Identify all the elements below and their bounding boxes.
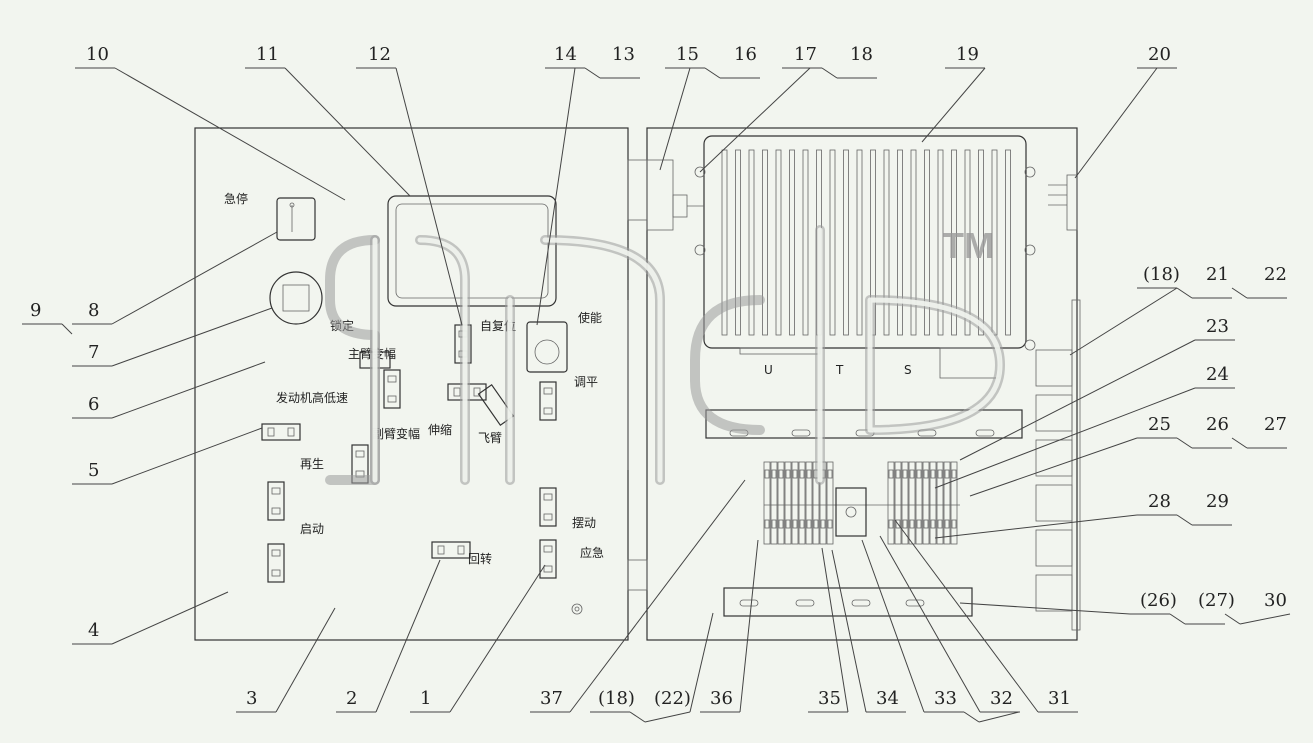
fuse-block (646, 159, 704, 231)
estop-switch (276, 197, 316, 241)
label-leveling: 调平 (574, 375, 598, 389)
left-panel (194, 127, 629, 641)
callout-37: 37 (540, 688, 563, 709)
label-swing: 摆动 (572, 516, 596, 530)
din-rail-lower (723, 587, 973, 617)
label-jib-luffing: 副臂变幅 (372, 426, 420, 441)
callout-24: 24 (1206, 364, 1229, 385)
callout-4: 4 (88, 620, 99, 641)
right-panel (646, 127, 1078, 641)
callout-34: 34 (876, 688, 899, 709)
label-emergency: 应急 (580, 545, 604, 560)
callout-2: 2 (346, 688, 357, 709)
label-start: 启动 (300, 522, 324, 536)
callout-18: 18 (850, 44, 873, 65)
callout-6: 6 (88, 394, 99, 415)
callout-18-paren-bottom: (18) (598, 688, 635, 709)
callout-21: 21 (1206, 264, 1229, 285)
callout-27: 27 (1264, 414, 1287, 435)
leader-lines (22, 67, 1291, 723)
hinge-upper (627, 159, 648, 221)
callout-31: 31 (1048, 688, 1071, 709)
label-engine-high-idle: 发动机高低速 (276, 390, 348, 405)
callout-27-paren: (27) (1198, 590, 1235, 611)
watermark-logo: TM (325, 225, 1005, 485)
callout-32: 32 (990, 688, 1013, 709)
callout-28: 28 (1148, 491, 1171, 512)
callout-5: 5 (88, 460, 99, 481)
heatsink-letter-s: S (904, 363, 912, 377)
callout-22-paren: (22) (654, 688, 691, 709)
callout-16: 16 (734, 44, 757, 65)
label-slewing: 回转 (468, 551, 492, 566)
callout-9: 9 (30, 300, 41, 321)
label-enable: 使能 (578, 310, 602, 325)
callout-20: 20 (1148, 44, 1171, 65)
callout-29: 29 (1206, 491, 1229, 512)
callout-12: 12 (368, 44, 391, 65)
callout-35: 35 (818, 688, 841, 709)
label-regen: 再生 (300, 457, 324, 471)
callout-7: 7 (88, 342, 99, 363)
callout-17: 17 (794, 44, 817, 65)
callout-22: 22 (1264, 264, 1287, 285)
callout-33: 33 (934, 688, 957, 709)
callout-25: 25 (1148, 414, 1171, 435)
label-estop: 急停 (224, 191, 248, 206)
callout-8: 8 (88, 300, 99, 321)
connector-20 (1048, 174, 1078, 231)
display-window (387, 195, 557, 307)
watermark-tm: TM (942, 225, 994, 266)
relay-33 (835, 487, 867, 537)
side-modules (1035, 349, 1073, 612)
callout-36: 36 (710, 688, 733, 709)
callout-1: 1 (420, 688, 431, 709)
callout-26: 26 (1206, 414, 1229, 435)
callout-30: 30 (1264, 590, 1287, 611)
callout-26-paren: (26) (1140, 590, 1177, 611)
callout-3: 3 (246, 688, 257, 709)
label-fly-jib: 飞臂 (478, 431, 502, 445)
heatsink-letter-u: U (764, 363, 773, 377)
key-lock-switch (269, 271, 323, 325)
callout-11: 11 (256, 44, 279, 65)
callout-13: 13 (612, 44, 635, 65)
indicator-lamp (571, 603, 583, 615)
callout-15: 15 (676, 44, 699, 65)
callout-23: 23 (1206, 316, 1229, 337)
heatsink-letter-t: T (835, 363, 844, 377)
callout-19: 19 (956, 44, 979, 65)
hinge-lower (627, 559, 648, 591)
label-telescope: 伸缩 (428, 422, 452, 437)
callout-14: 14 (554, 44, 577, 65)
callout-18-paren-top: (18) (1143, 264, 1180, 285)
terminal-blocks (763, 461, 960, 545)
callout-10: 10 (86, 44, 109, 65)
enable-knob (526, 321, 568, 373)
